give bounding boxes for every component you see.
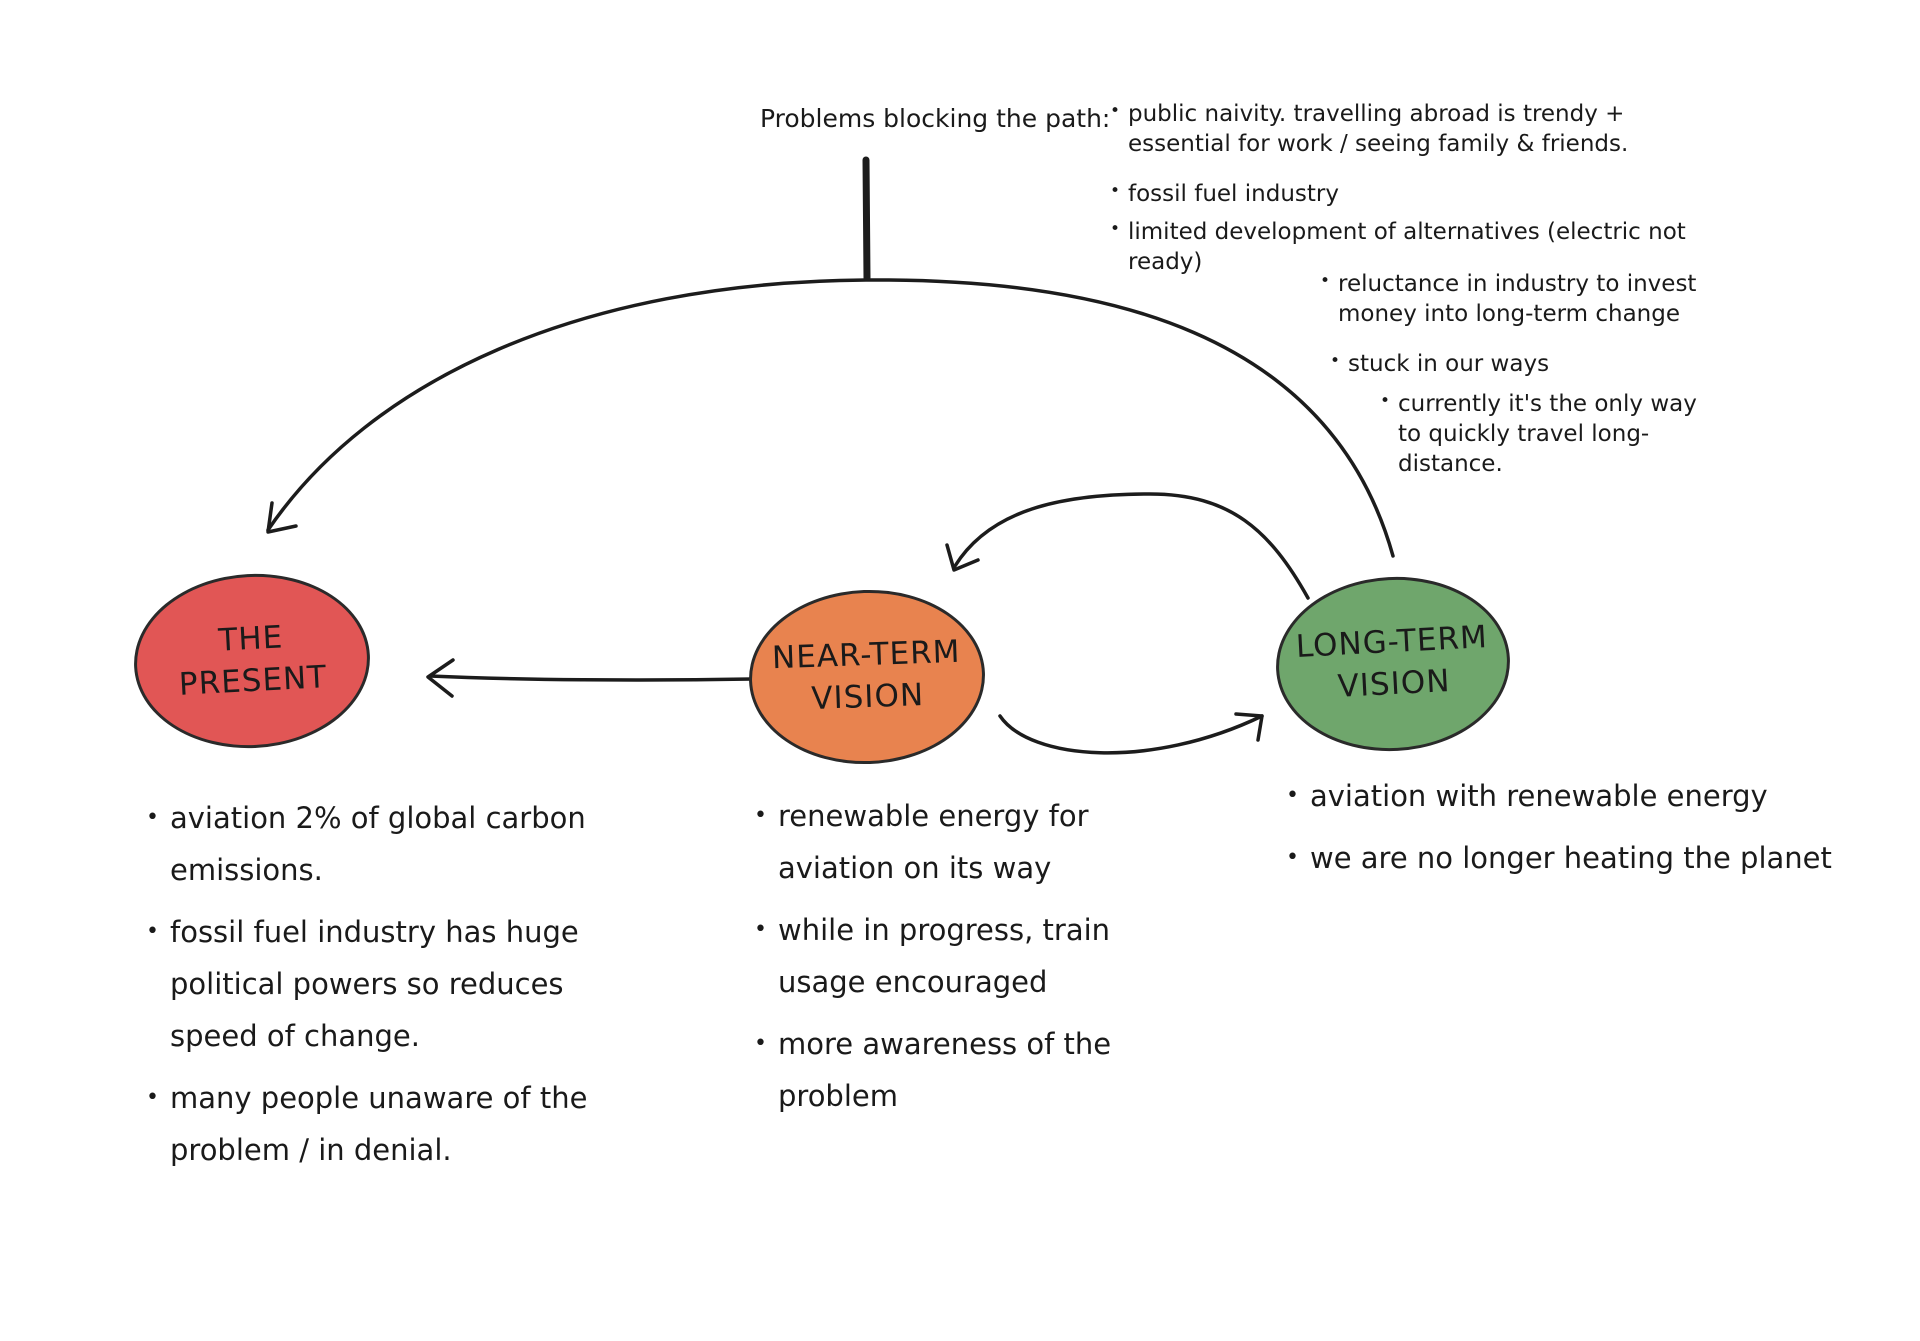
present-node-label: THE PRESENT bbox=[178, 619, 328, 703]
near-term-node-label: NEAR-TERM VISION bbox=[771, 633, 962, 717]
present-note: fossil fuel industry has huge political … bbox=[144, 906, 644, 1062]
near-to-present-arrow bbox=[428, 674, 754, 682]
long-to-near-arc bbox=[953, 492, 1310, 600]
problems-pointer-line bbox=[862, 156, 871, 282]
near-to-long-arrow bbox=[998, 714, 1264, 755]
long-term-note: we are no longer heating the planet bbox=[1284, 832, 1884, 884]
long-to-present-arrowhead bbox=[266, 501, 298, 534]
problem-item: fossil fuel industry bbox=[1110, 180, 1528, 210]
near-to-long-arrowhead bbox=[1234, 712, 1264, 742]
near-term-note: while in progress, train usage encourage… bbox=[752, 904, 1122, 1008]
near-term-note: more awareness of the problem bbox=[752, 1018, 1122, 1122]
present-notes-list: aviation 2% of global carbon emissions. … bbox=[144, 792, 644, 1186]
long-term-note: aviation with renewable energy bbox=[1284, 770, 1884, 822]
long-term-node-label: LONG-TERM VISION bbox=[1295, 619, 1489, 705]
problem-item: public naivity. travelling abroad is tre… bbox=[1110, 100, 1688, 160]
near-term-notes-list: renewable energy for aviation on its way… bbox=[752, 790, 1122, 1132]
problems-title: Problems blocking the path: bbox=[760, 104, 1111, 133]
present-note: aviation 2% of global carbon emissions. bbox=[144, 792, 644, 896]
long-to-near-arrowhead bbox=[945, 543, 980, 572]
near-term-note: renewable energy for aviation on its way bbox=[752, 790, 1122, 894]
problem-sub-item: stuck in our ways bbox=[1330, 350, 1728, 380]
long-to-present-arc bbox=[266, 278, 1395, 558]
present-note: many people unaware of the problem / in … bbox=[144, 1072, 644, 1176]
problem-item: limited development of alternatives (ele… bbox=[1110, 218, 1748, 278]
problem-sub-sub-item: currently it's the only way to quickly t… bbox=[1380, 390, 1698, 480]
long-term-notes-list: aviation with renewable energy we are no… bbox=[1284, 770, 1884, 894]
problem-sub-item: reluctance in industry to invest money i… bbox=[1320, 270, 1738, 330]
near-to-present-arrowhead bbox=[426, 658, 455, 698]
